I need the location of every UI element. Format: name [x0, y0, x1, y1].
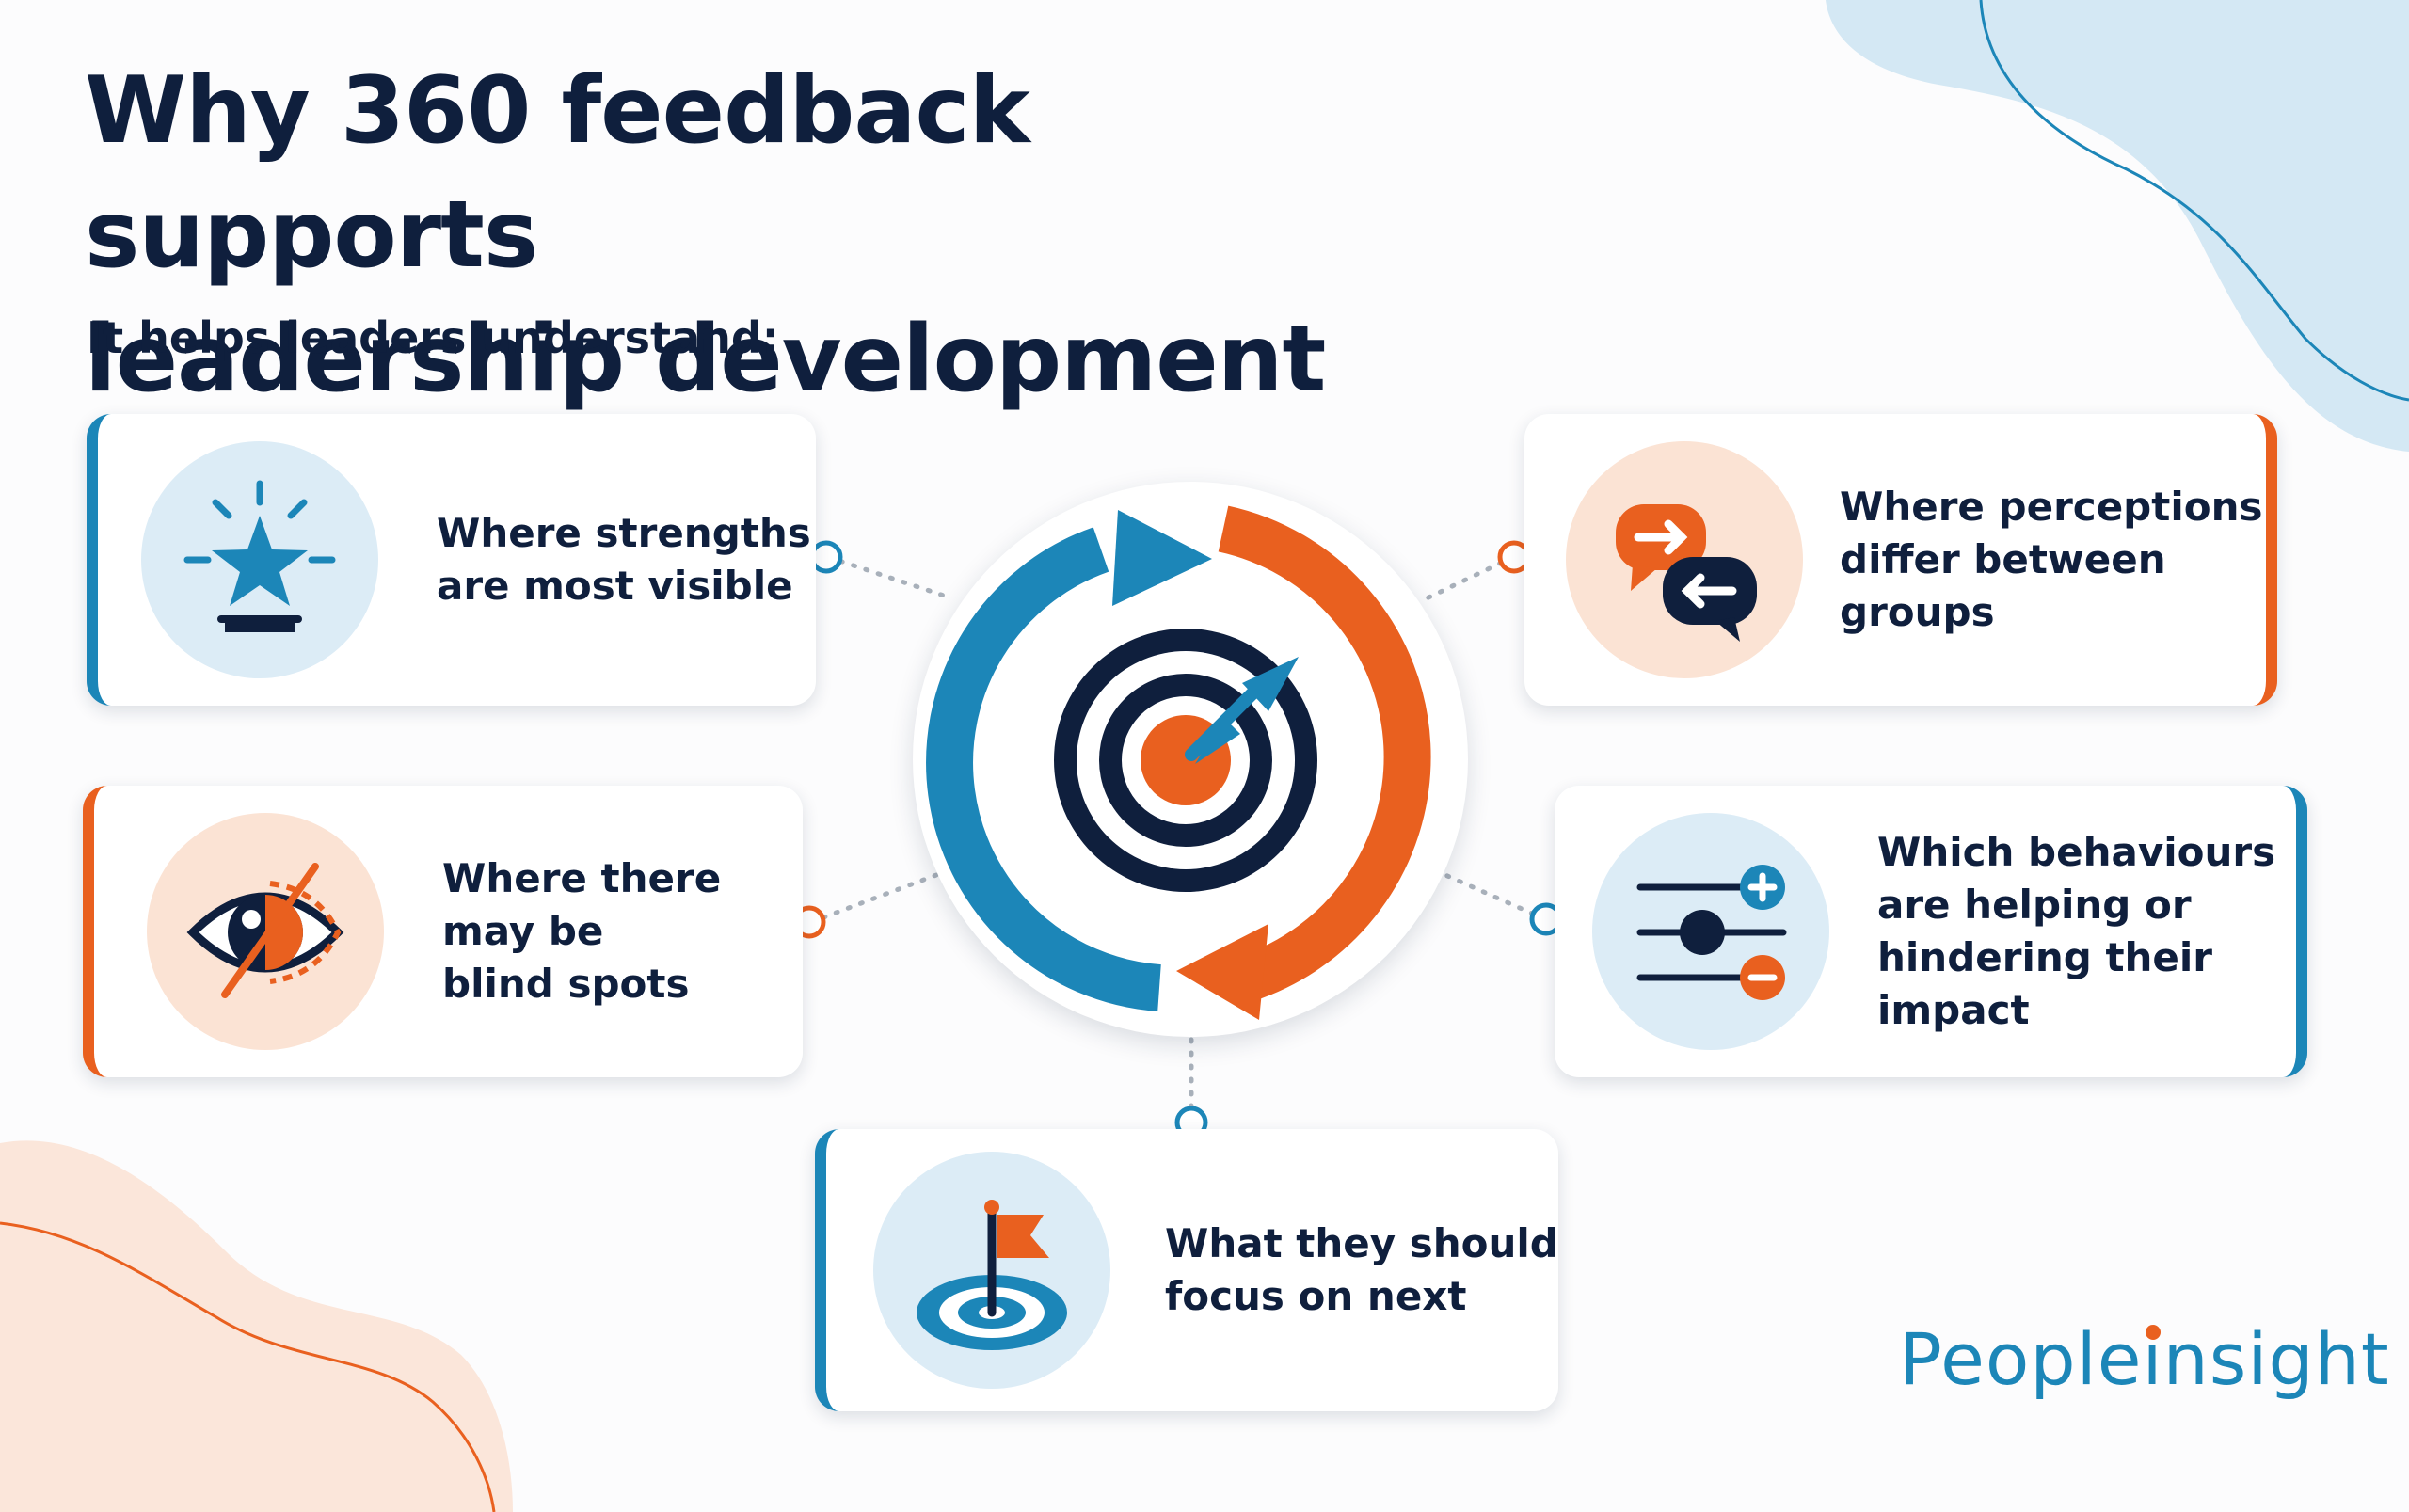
bottom-left-orange-line — [0, 1221, 496, 1512]
logo-letter-i: ı — [2142, 1317, 2163, 1401]
logo-dot — [2145, 1325, 2161, 1340]
perceptions-icon-badge — [1566, 441, 1803, 678]
blind-spots-icon-badge — [147, 813, 384, 1050]
star-icon — [183, 480, 336, 632]
target-cycle-icon — [926, 505, 1431, 1020]
card-perceptions: Where perceptions differ between groups — [1524, 414, 2277, 706]
subtitle: It helps leaders understand: — [87, 312, 780, 363]
center-hub — [913, 482, 1468, 1037]
card-behaviours-label: Which behaviours are helping or hinderin… — [1877, 829, 2276, 1033]
card-blind-spots-label: Where there may be blind spots — [442, 855, 722, 1007]
eye-slash-icon — [186, 863, 344, 998]
card-behaviours: Which behaviours are helping or hinderin… — [1555, 786, 2307, 1077]
top-right-blue-blob — [1826, 0, 2409, 452]
card-blind-spots: Where there may be blind spots — [83, 786, 803, 1077]
focus-icon-badge — [873, 1152, 1110, 1389]
page-title-line-1: Why 360 feedback supports — [85, 57, 1030, 289]
connector-node-strengths — [809, 540, 843, 574]
flag-target-icon — [917, 1200, 1067, 1350]
card-strengths: Where strengths are most visible — [87, 414, 816, 706]
card-focus-label: What they should focus on next — [1165, 1220, 1558, 1319]
logo-text-nsight: nsight — [2162, 1317, 2390, 1401]
behaviours-icon-badge — [1592, 813, 1829, 1050]
connector-blind-spots — [808, 872, 939, 925]
logo-text-people: People — [1899, 1317, 2143, 1401]
connector-strengths — [825, 554, 955, 601]
card-focus: What they should focus on next — [815, 1129, 1558, 1411]
top-right-blue-line — [1979, 0, 2409, 402]
card-strengths-label: Where strengths are most visible — [437, 510, 811, 609]
page-title: Why 360 feedback supports leadership dev… — [85, 49, 1496, 422]
connector-perceptions — [1424, 554, 1516, 601]
card-perceptions-label: Where perceptions differ between groups — [1840, 484, 2263, 635]
speech-bubbles-icon — [1616, 504, 1757, 642]
bottom-left-peach-blob — [0, 1140, 513, 1512]
connector-behaviours — [1443, 872, 1548, 922]
page-title-line-2: leadership development — [85, 306, 1326, 413]
strengths-icon-badge — [141, 441, 378, 678]
sliders-icon — [1636, 865, 1787, 1000]
